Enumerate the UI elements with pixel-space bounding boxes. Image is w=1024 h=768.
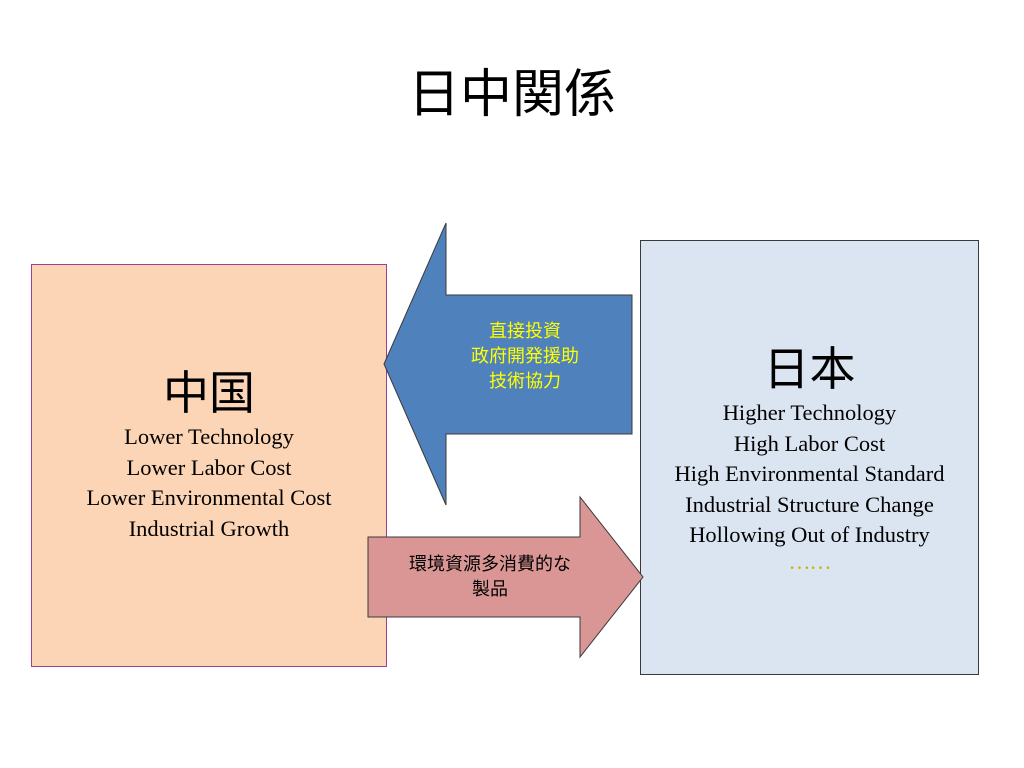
japan-line: Hollowing Out of Industry [689, 522, 930, 547]
arrow-to-china [383, 222, 633, 506]
japan-box: 日本 Higher Technology High Labor Cost Hig… [640, 240, 979, 675]
japan-line: Higher Technology [722, 400, 897, 425]
china-box: 中国 Lower Technology Lower Labor Cost Low… [31, 264, 387, 667]
arrow-to-china-line: 直接投資 [489, 321, 561, 342]
japan-line: High Labor Cost [733, 430, 886, 456]
china-heading: 中国 [163, 366, 255, 420]
japan-ellipsis: …… [788, 548, 832, 574]
japan-heading: 日本 [763, 342, 856, 396]
arrow-to-japan-label: 環境資源多消費的な 製品 [370, 552, 610, 602]
japan-line: Industrial Structure Change [685, 491, 934, 517]
arrow-to-japan-line: 環境資源多消費的な [409, 554, 571, 575]
china-line: Lower Labor Cost [126, 454, 292, 480]
arrow-to-japan-line: 製品 [472, 579, 508, 600]
arrow-to-japan [367, 495, 644, 659]
japan-line: High Environmental Standard [674, 461, 945, 486]
slide-title: 日中関係 [407, 65, 616, 125]
china-line: Industrial Growth [128, 515, 290, 541]
china-line: Lower Technology [124, 424, 294, 449]
arrow-to-china-line: 技術協力 [489, 371, 561, 392]
arrow-to-china-label: 直接投資 政府開発援助 技術協力 [440, 319, 610, 394]
arrow-to-china-line: 政府開発援助 [471, 346, 579, 367]
china-line: Lower Environmental Cost [86, 485, 332, 510]
